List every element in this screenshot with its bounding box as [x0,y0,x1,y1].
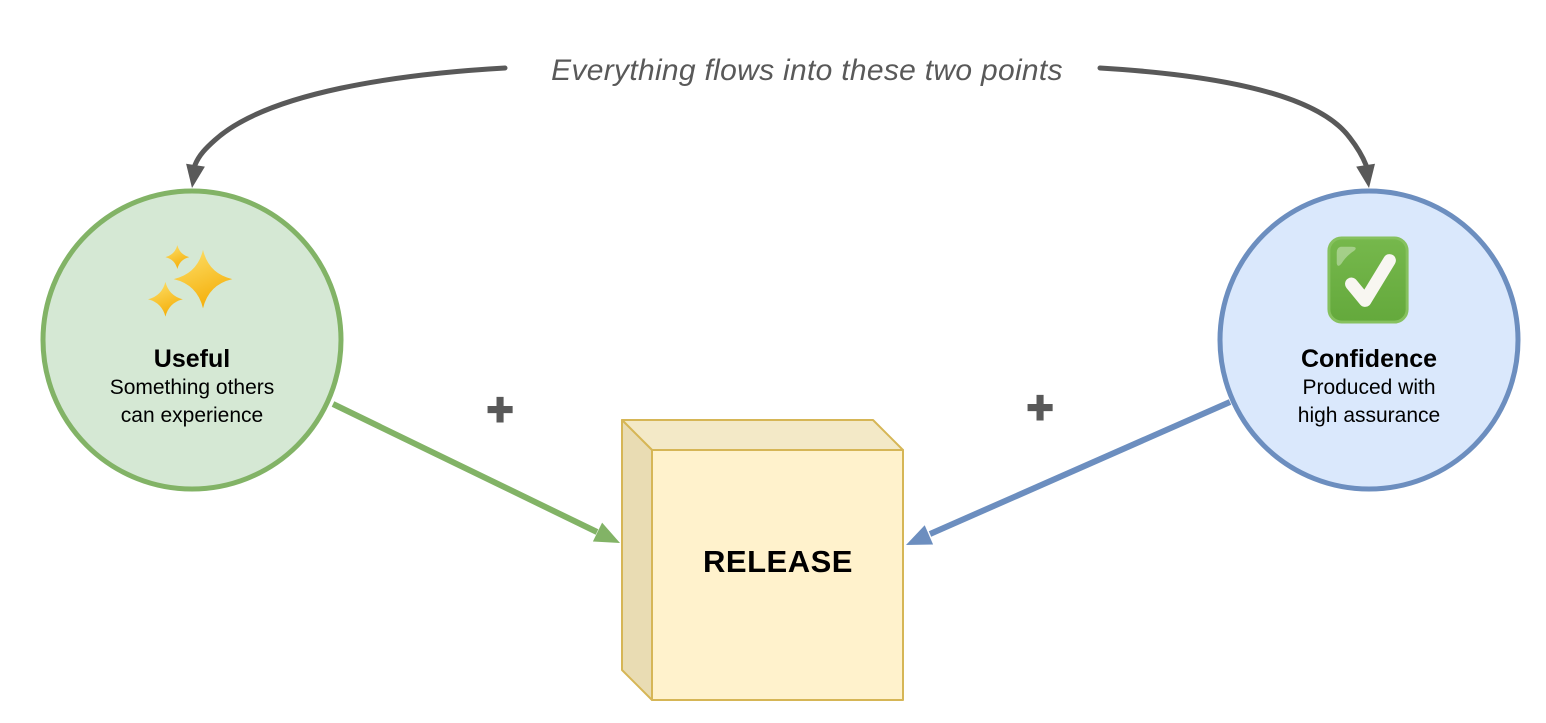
flow-arrow-left [186,65,508,188]
useful-node-sublabel-line2: can experience [120,404,264,427]
sparkles-icon [148,245,233,317]
flow-arrow-right-line [1097,65,1369,168]
flow-arrow-right [1097,65,1375,188]
useful-node-label: Useful [153,345,231,373]
confidence-node-sublabel-line1: Produced with [1302,376,1436,399]
release-cube [621,419,904,701]
useful-node: Useful Something others can experience [40,189,344,493]
release-node-label: RELEASE [703,544,853,579]
confidence-to-release-line [928,399,1232,537]
diagram-title: Everything flows into these two points [551,54,1063,87]
useful-to-release-line [331,401,599,535]
useful-to-release-head [592,522,620,543]
release-cube-front-face [651,449,904,701]
confidence-to-release-head [906,525,934,545]
confidence-node-label: Confidence [1300,345,1438,373]
flow-arrow-right-head [1356,163,1375,188]
confidence-node-sublabel-line2: high assurance [1297,404,1441,427]
plus-operator-right: + [1026,381,1055,433]
confidence-node: Confidence Produced with high assurance [1217,189,1521,493]
flow-arrow-left-line [192,65,508,168]
confidence-to-release-arrow [906,399,1232,545]
useful-node-circle [40,188,344,492]
release-cube-side-face [621,419,653,701]
useful-node-sublabel-line1: Something others [109,376,275,399]
confidence-node-circle [1217,188,1521,492]
plus-operator-left: + [486,383,515,435]
flow-arrow-left-head [186,163,205,188]
release-cube-top-face [621,419,904,451]
useful-to-release-arrow [331,401,620,543]
check-mark-icon [1327,236,1409,324]
